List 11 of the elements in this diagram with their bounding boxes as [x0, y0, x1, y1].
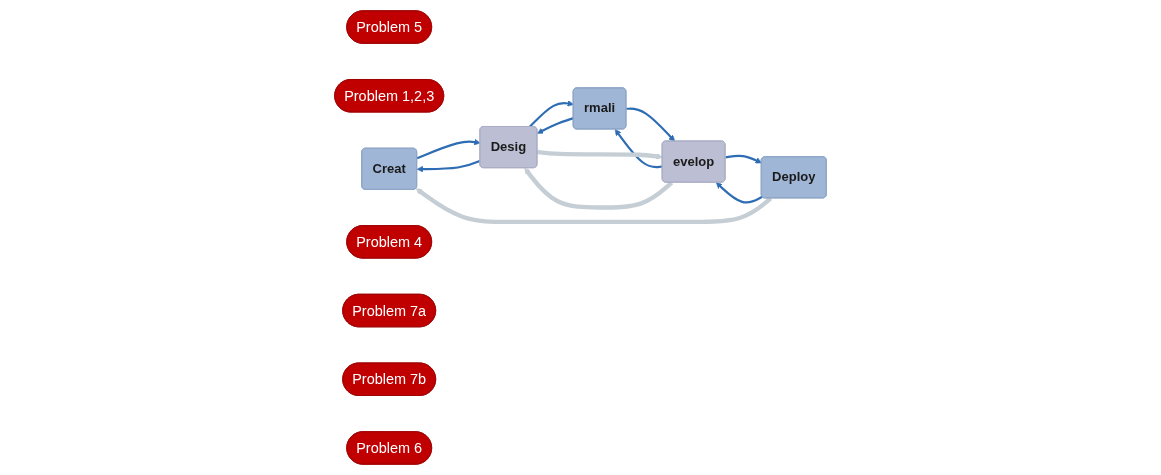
arrow [416, 138, 481, 160]
arrow [614, 129, 663, 169]
arrow [528, 100, 574, 128]
arrow [524, 167, 674, 210]
arrow [416, 159, 481, 173]
arrow [415, 188, 773, 225]
arrow [626, 107, 676, 142]
arrow [537, 149, 663, 160]
arrow [537, 117, 574, 134]
arrow [725, 154, 762, 164]
arrow [715, 182, 763, 204]
